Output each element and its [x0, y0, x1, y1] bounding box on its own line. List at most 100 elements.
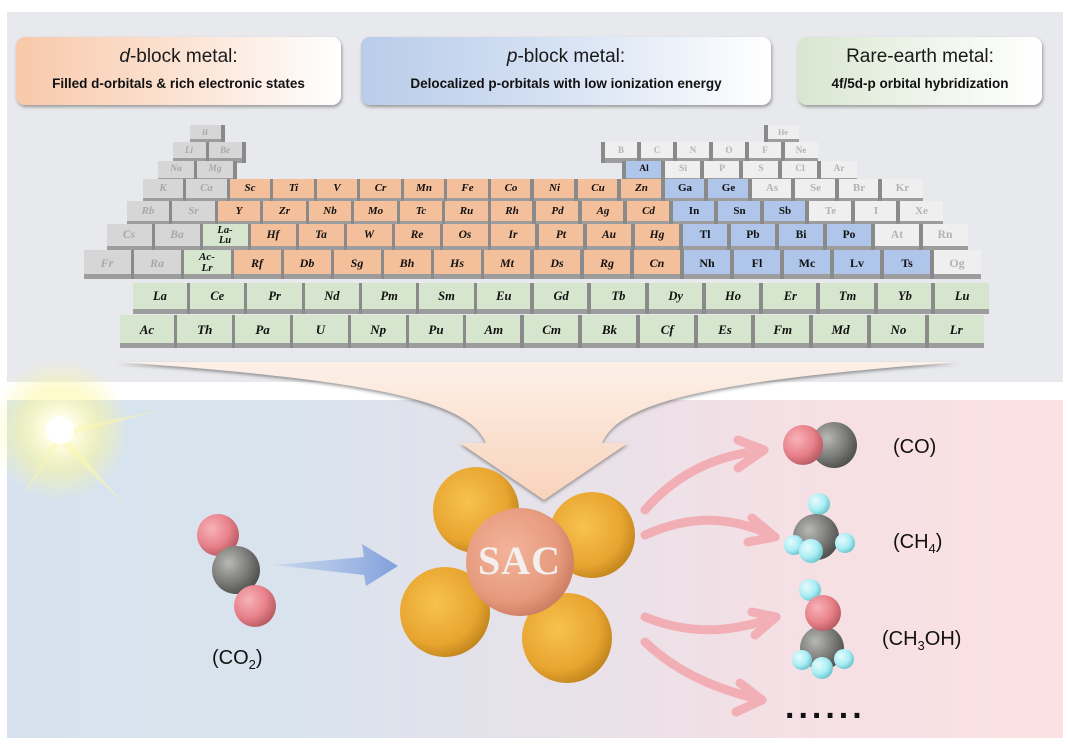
- element-b: B: [600, 142, 638, 163]
- element-yb: Yb: [873, 283, 933, 314]
- tile-side: [473, 283, 478, 314]
- tile-edge: [534, 197, 575, 203]
- element-symbol: Fm: [755, 315, 811, 344]
- element-symbol: Ti: [273, 178, 314, 199]
- tile-edge: [767, 139, 799, 144]
- tile-side: [244, 283, 249, 314]
- element-symbol: Br: [838, 178, 880, 199]
- element-symbol: Cs: [106, 224, 152, 247]
- element-symbol: Mt: [483, 250, 531, 275]
- tile-side: [380, 250, 385, 279]
- element-k: K: [142, 178, 188, 203]
- element-cn: Cn: [629, 250, 681, 279]
- tile-side: [780, 142, 785, 163]
- element-ac: Ac: [119, 315, 179, 348]
- tile-edge: [718, 221, 761, 226]
- p-block-subtitle: Delocalized p-orbitals with low ionizati…: [410, 76, 722, 91]
- element-pa: Pa: [235, 315, 294, 348]
- tile-edge: [591, 309, 646, 314]
- element-symbol: K: [142, 178, 184, 199]
- tile-edge: [708, 197, 749, 203]
- element-symbol: Rb: [126, 201, 170, 222]
- tile-side: [644, 283, 649, 314]
- tile-side: [359, 283, 364, 314]
- tile-side: [623, 201, 628, 226]
- element-nh: Nh: [679, 250, 731, 279]
- element-h: H: [189, 125, 225, 144]
- tile-side: [873, 283, 878, 314]
- tile-edge: [476, 309, 531, 314]
- tile-edge: [533, 274, 581, 279]
- tile-side: [579, 250, 584, 279]
- element-se: Se: [791, 178, 836, 203]
- tile-side: [778, 160, 782, 183]
- element-pb: Pb: [726, 224, 776, 251]
- tile-side: [226, 178, 231, 203]
- element-symbol: Tm: [820, 283, 875, 310]
- tile-side: [534, 224, 539, 251]
- tile-side: [295, 224, 300, 251]
- element-pt: Pt: [534, 224, 584, 251]
- element-ir: Ir: [490, 224, 540, 251]
- element-symbol: Na: [158, 160, 194, 179]
- element-symbol: Mn: [403, 178, 445, 199]
- tile-edge: [142, 197, 184, 203]
- element-symbol: Sm: [419, 283, 474, 310]
- element-symbol: P: [704, 160, 740, 179]
- tile-edge: [433, 274, 481, 279]
- element-fr: Fr: [83, 250, 135, 279]
- tile-edge: [922, 246, 968, 251]
- element-symbol: Fr: [83, 250, 131, 275]
- element-symbol: As: [751, 178, 793, 199]
- element-symbol: Ar: [821, 160, 857, 179]
- element-symbol: Sc: [229, 178, 271, 199]
- tile-edge: [763, 221, 807, 226]
- element-symbol: Ru: [445, 201, 488, 222]
- tile-side: [578, 315, 582, 348]
- element-sr: Sr: [172, 201, 219, 226]
- tile-side: [693, 315, 698, 348]
- element-symbol: Se: [795, 178, 836, 199]
- element-symbol: At: [874, 224, 920, 247]
- element-hf: Hf: [250, 224, 300, 251]
- element-br: Br: [834, 178, 880, 203]
- element-symbol: Tc: [399, 201, 443, 222]
- element-symbol: In: [672, 201, 716, 222]
- element-np: Np: [350, 315, 410, 348]
- tile-side: [822, 224, 827, 251]
- element-symbol: Te: [809, 201, 852, 222]
- element-kr: Kr: [878, 178, 923, 203]
- tile-edge: [883, 274, 931, 279]
- rare-earth-title: Rare-earth metal:: [846, 46, 994, 67]
- tile-side: [529, 250, 534, 279]
- element-nb: Nb: [308, 201, 356, 226]
- tile-edge: [190, 309, 245, 314]
- element-sm: Sm: [419, 283, 478, 314]
- element-pr: Pr: [247, 283, 306, 314]
- tile-side: [343, 224, 348, 251]
- tile-edge: [119, 343, 175, 348]
- element-y: Y: [217, 201, 265, 226]
- element-symbol: Si: [665, 160, 701, 179]
- tile-side: [220, 125, 225, 144]
- element-la-lu: La-Lu: [202, 224, 252, 251]
- tile-side: [805, 201, 810, 226]
- element-xe: Xe: [896, 201, 943, 226]
- tile-side: [232, 315, 237, 348]
- element-symbol: Xe: [900, 201, 943, 222]
- tile-edge: [813, 343, 868, 348]
- tile-side: [187, 283, 192, 314]
- tile-edge: [177, 343, 233, 348]
- element-ac-lr: Ac-Lr: [183, 250, 235, 279]
- p-block-title: p-block metal:: [506, 46, 626, 67]
- element-ts: Ts: [879, 250, 931, 279]
- tile-side: [791, 178, 796, 203]
- element-symbol: Cf: [639, 315, 695, 344]
- tile-side: [629, 250, 634, 279]
- element-symbol: O: [712, 142, 746, 159]
- element-te: Te: [805, 201, 852, 226]
- element-symbol: Li: [172, 142, 206, 159]
- element-symbol: W: [346, 224, 392, 247]
- tile-edge: [648, 309, 703, 314]
